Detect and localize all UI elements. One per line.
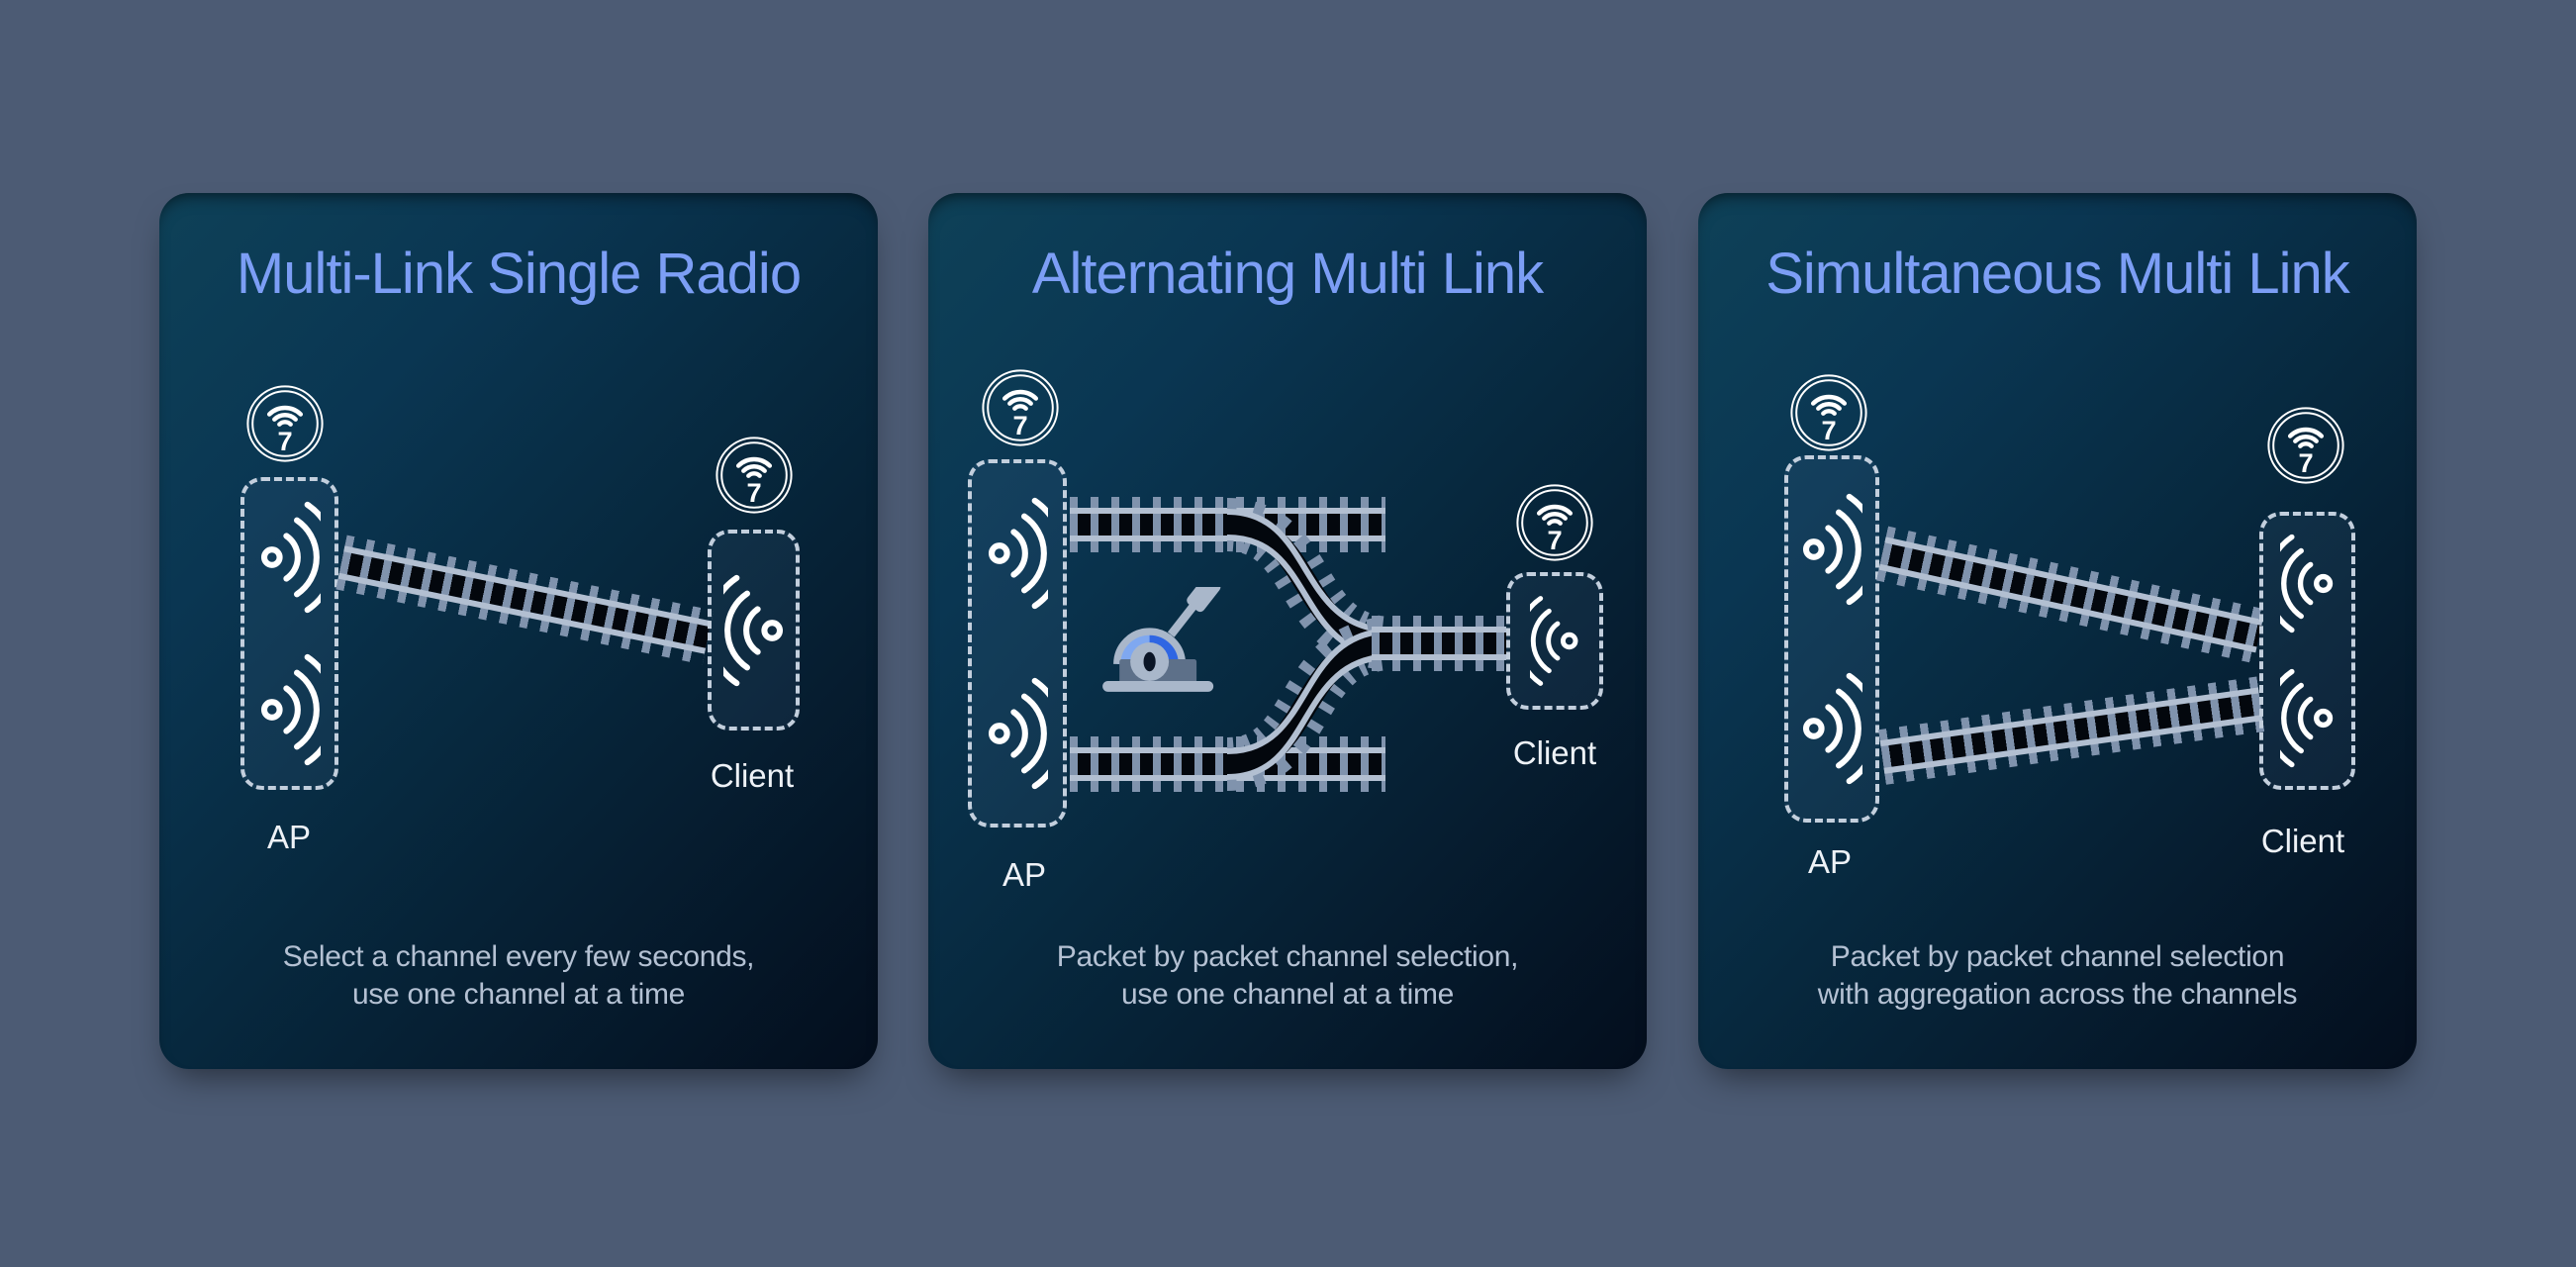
card-description: Packet by packet channel selection with … <box>1718 938 2397 1014</box>
radio-waves-icon <box>1801 485 1880 614</box>
wifi7-badge-icon: 7 <box>2266 406 2345 485</box>
description-line: Select a channel every few seconds, <box>282 940 755 973</box>
railway-switch-lever-icon <box>1098 575 1227 698</box>
svg-text:7: 7 <box>746 477 761 508</box>
diagram-simultaneous: 7 7 AP Client <box>1698 193 2417 1069</box>
client-box <box>705 530 800 731</box>
radio-waves-icon <box>987 669 1066 798</box>
radio-waves-icon <box>259 493 338 622</box>
radio-waves-icon <box>259 645 338 774</box>
wifi7-badge-icon: 7 <box>981 368 1060 447</box>
radio-waves-icon <box>987 489 1066 618</box>
ap-box <box>1784 455 1880 823</box>
radio-waves-icon <box>2264 661 2335 775</box>
client-label: Client <box>2260 823 2345 859</box>
ap-box <box>240 477 338 790</box>
radio-waves-icon <box>1515 589 1579 693</box>
card-simultaneous-multi-link: Simultaneous Multi Link 7 7 AP Client Pa… <box>1698 193 2417 1069</box>
description-line: Packet by packet channel selection <box>1830 940 2285 973</box>
radio-waves-icon <box>1801 664 1880 793</box>
rail-track-channel-2 <box>1070 736 1385 792</box>
rail-track-channel-1 <box>1070 497 1385 552</box>
client-label: Client <box>1512 734 1597 771</box>
description-line: with aggregation across the channels <box>1817 978 2298 1011</box>
radio-waves-icon <box>705 566 785 695</box>
description-line: Packet by packet channel selection, <box>1056 940 1519 973</box>
ap-box <box>968 459 1067 828</box>
rail-track-merged <box>1372 616 1506 671</box>
svg-text:7: 7 <box>1547 525 1562 555</box>
rail-track-link-1 <box>1875 526 2265 664</box>
description-line: use one channel at a time <box>1120 978 1455 1011</box>
svg-text:7: 7 <box>277 426 292 456</box>
svg-text:7: 7 <box>1012 410 1027 440</box>
card-title: Simultaneous Multi Link <box>1765 242 2350 306</box>
card-alternating-multi-link: Alternating Multi Link 7 7 <box>928 193 1647 1069</box>
svg-text:7: 7 <box>2298 447 2313 478</box>
wifi7-badge-icon: 7 <box>245 384 325 463</box>
card-description: Select a channel every few seconds, use … <box>179 938 858 1014</box>
diagram-single-radio: 7 7 AP Client <box>159 193 878 1069</box>
card-description: Packet by packet channel selection, use … <box>948 938 1627 1014</box>
client-box <box>1506 572 1603 710</box>
card-title: Multi-Link Single Radio <box>236 242 802 306</box>
ap-label: AP <box>1002 856 1047 893</box>
svg-text:7: 7 <box>1821 415 1836 445</box>
client-label: Client <box>710 757 795 794</box>
radio-waves-icon <box>2264 527 2335 640</box>
client-box <box>2259 512 2355 790</box>
ap-label: AP <box>1807 843 1853 880</box>
card-title: Alternating Multi Link <box>1031 242 1544 306</box>
wifi7-badge-icon: 7 <box>715 436 794 515</box>
wifi7-badge-icon: 7 <box>1515 483 1594 562</box>
rail-track-link-2 <box>1878 676 2265 785</box>
rail-track-link <box>335 535 714 665</box>
card-multi-link-single-radio: Multi-Link Single Radio 7 7 AP Client Se… <box>159 193 878 1069</box>
description-line: use one channel at a time <box>351 978 686 1011</box>
ap-label: AP <box>266 819 312 855</box>
wifi7-badge-icon: 7 <box>1789 373 1868 452</box>
